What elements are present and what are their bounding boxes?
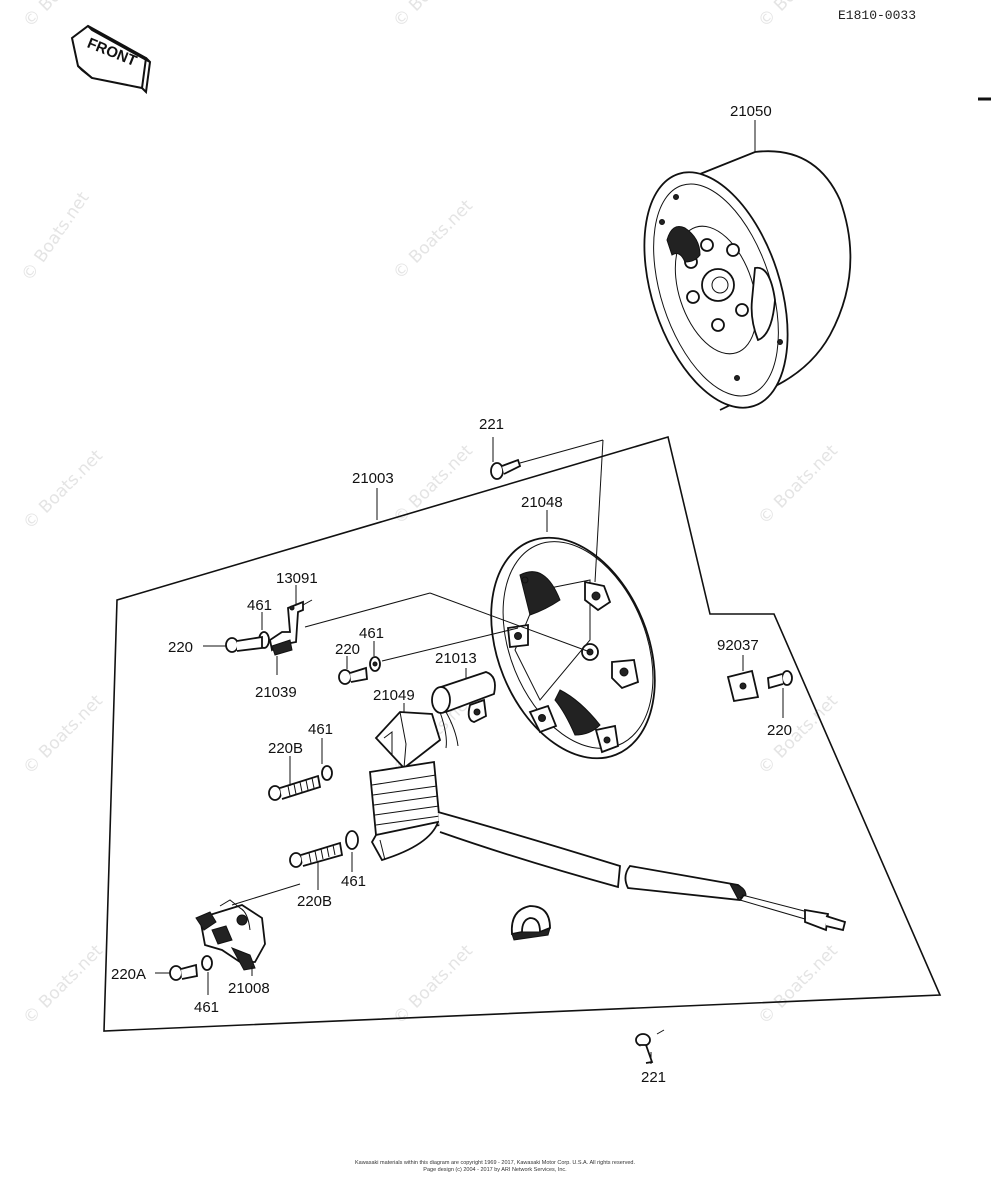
screw-220-washer-461 xyxy=(338,627,519,685)
grommet xyxy=(510,905,551,941)
label-13091: 13091 xyxy=(276,570,318,587)
watermark: © Boats.net xyxy=(19,691,107,779)
screw-220A-washer-461 xyxy=(155,955,213,995)
screw-221-top xyxy=(490,437,604,583)
watermark: © Boats.net xyxy=(19,446,107,534)
label-21050: 21050 xyxy=(730,103,772,120)
footer-copyright: Kawasaki materials within this diagram a… xyxy=(355,1160,635,1166)
label-461-a: 461 xyxy=(247,597,272,614)
label-220B-a: 220B xyxy=(268,740,303,757)
label-461-c: 461 xyxy=(308,721,333,738)
condenser-21013 xyxy=(431,668,496,749)
screw-220B-lower xyxy=(289,830,359,890)
watermark: © Boats.net xyxy=(19,941,107,1029)
label-21013: 21013 xyxy=(435,650,477,667)
contact-breaker-21008 xyxy=(195,883,301,976)
watermark: © Boats.net xyxy=(18,188,94,285)
stator-base-outline xyxy=(103,435,942,1032)
label-220-b: 220 xyxy=(335,641,360,658)
label-21008: 21008 xyxy=(228,980,270,997)
rotor-21050 xyxy=(643,120,852,411)
label-21039: 21039 xyxy=(255,684,297,701)
label-220A: 220A xyxy=(111,966,146,983)
watermark: © Boats.net xyxy=(389,0,477,32)
label-21003: 21003 xyxy=(352,470,394,487)
label-221-top: 221 xyxy=(479,416,504,433)
label-220-c: 220 xyxy=(767,722,792,739)
screw-221-bottom xyxy=(635,1029,665,1064)
label-220B-b: 220B xyxy=(297,893,332,910)
label-92037: 92037 xyxy=(717,637,759,654)
watermarks: © Boats.net © Boats.net © Boats.net © Bo… xyxy=(18,0,842,1029)
label-461-e: 461 xyxy=(194,999,219,1016)
plate-92037-screw-220 xyxy=(726,655,793,718)
wire-harness xyxy=(437,811,847,932)
label-461-b: 461 xyxy=(359,625,384,642)
footer-page-design: Page design (c) 2004 - 2017 by ARI Netwo… xyxy=(423,1167,567,1173)
label-220-a: 220 xyxy=(168,639,193,656)
watermark: © Boats.net xyxy=(754,0,842,32)
label-221-bottom: 221 xyxy=(641,1069,666,1086)
stator-plate-21048 xyxy=(490,510,656,760)
watermark: © Boats.net xyxy=(754,941,842,1029)
watermark: © Boats.net xyxy=(19,0,107,32)
watermark: © Boats.net xyxy=(389,196,477,284)
label-461-d: 461 xyxy=(341,873,366,890)
bracket-assembly-21039 xyxy=(203,585,591,675)
screw-220B-upper xyxy=(268,738,333,801)
label-21048: 21048 xyxy=(521,494,563,511)
watermark: © Boats.net xyxy=(754,441,842,529)
coil-21049 xyxy=(369,703,442,862)
label-21049: 21049 xyxy=(373,687,415,704)
diagram-code: E1810-0033 xyxy=(838,8,916,23)
part-labels: 21050 221 21003 21048 13091 461 220 2103… xyxy=(111,103,792,1086)
front-arrow-icon: FRONT xyxy=(70,24,152,95)
